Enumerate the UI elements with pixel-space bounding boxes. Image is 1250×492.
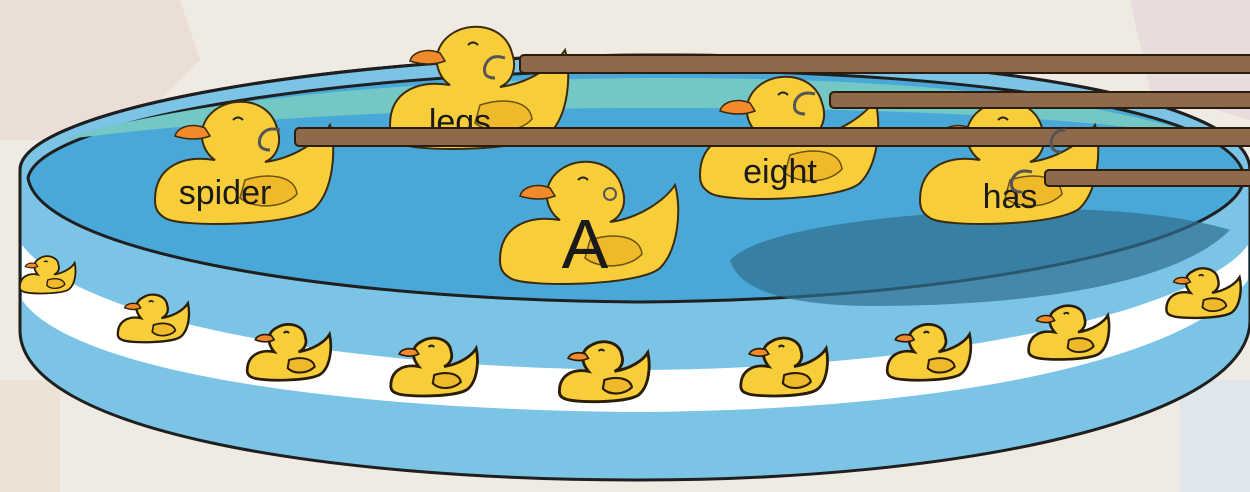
duck-word: spider (179, 174, 272, 212)
hook-icon (1049, 128, 1066, 154)
hook-icon (793, 91, 816, 116)
fishing-rod[interactable] (258, 127, 1250, 154)
fishing-rods (258, 54, 1250, 194)
duck-spider[interactable]: spider (154, 100, 335, 225)
hook-icon (258, 127, 281, 152)
hook-icon (483, 55, 506, 80)
fishing-rod[interactable] (793, 91, 1250, 116)
duck-word: eight (743, 153, 817, 191)
duck-a[interactable]: A (499, 160, 680, 285)
hook-ring-icon (603, 187, 617, 201)
hook-icon (1010, 169, 1033, 194)
fishing-rod[interactable] (1010, 169, 1250, 194)
fishing-rod[interactable] (483, 54, 1250, 80)
duck-eight[interactable]: eight (699, 75, 880, 200)
duck-word: A (562, 205, 609, 283)
